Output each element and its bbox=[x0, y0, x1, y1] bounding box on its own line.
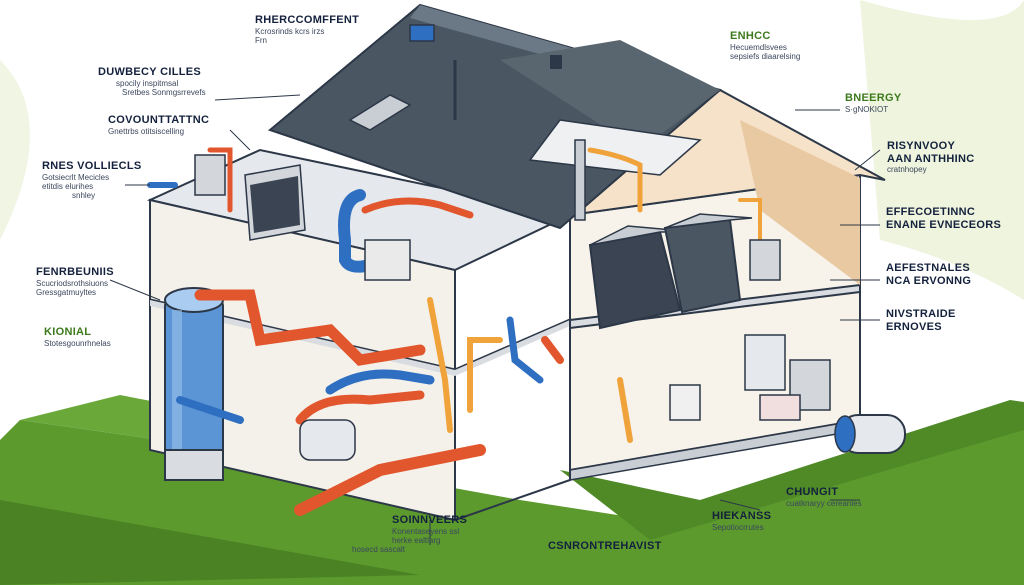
background-wash bbox=[860, 0, 1024, 300]
thermostat-controller bbox=[194, 154, 226, 196]
air-handler bbox=[364, 239, 411, 281]
label-title: FENRBEUNIIS bbox=[36, 266, 114, 278]
condenser-unit-2 bbox=[663, 213, 753, 314]
label-title: HIEKANSS bbox=[712, 510, 772, 522]
label-line: Sretbes Sonmgsrrevefs bbox=[122, 87, 206, 97]
label-subtitle: ENANE EVNECEORS bbox=[886, 218, 1002, 231]
label-line: Scucriodsrothsiuons bbox=[36, 278, 109, 288]
label-title: BNEERGY bbox=[845, 92, 902, 104]
label-line: Hecuemdlsvees bbox=[730, 42, 787, 52]
label-title: AEFESTNALES bbox=[886, 262, 970, 274]
label-subtitle: AAN ANTHHINC bbox=[887, 152, 975, 165]
furnace bbox=[299, 419, 356, 461]
upper-ac-unit bbox=[244, 164, 306, 241]
label-line: hosecd sascalt bbox=[352, 545, 405, 555]
label-right-5: NIVSTRAIDE ERNOVES bbox=[886, 308, 956, 333]
label-line: Gressgatmuyltes bbox=[36, 287, 97, 297]
label-bottom-right-2: CHUNGIT cuatknaryy cereanles bbox=[786, 486, 862, 508]
label-subtitle: ERNOVES bbox=[886, 320, 942, 333]
water-heater-tank bbox=[164, 287, 224, 481]
label-title: ENHCC bbox=[730, 30, 771, 42]
label-right-3: EFFECOETINNC ENANE EVNECEORS bbox=[886, 206, 1001, 231]
label-line: Gotsiecrlt Mecicles bbox=[42, 172, 110, 182]
label-line: S·gNOKIOT bbox=[845, 104, 889, 114]
label-line: etitdis elurihes bbox=[42, 181, 94, 191]
label-bottom-center: SOINNVEERS Konentaseyens ssl herke ealtl… bbox=[352, 514, 468, 554]
label-top-right: ENHCC Hecuemdlsvees sepsiefs diaarelsing bbox=[730, 30, 800, 61]
label-subtitle: NCA ERVONNG bbox=[886, 274, 972, 287]
label-title: EFFECOETINNC bbox=[886, 206, 976, 218]
label-top-left: DUWBECY CILLES spocily inspitmsal Sretbe… bbox=[98, 66, 206, 97]
label-right-2: RISYNVOOY AAN ANTHHINC cratnhopey bbox=[887, 140, 975, 174]
label-line: sepsiefs diaarelsing bbox=[730, 51, 801, 61]
label-title: SOINNVEERS bbox=[392, 514, 468, 526]
roof-vent bbox=[409, 24, 435, 42]
label-bottom-right-1: HIEKANSS Sepotiocrrutes bbox=[712, 510, 771, 532]
label-title: CHUNGIT bbox=[786, 486, 839, 498]
label-title: CSNRONTREHAVIST bbox=[548, 540, 662, 552]
skylight bbox=[348, 94, 412, 131]
label-line: Stotesgounrhnelas bbox=[44, 338, 111, 348]
label-upper-left: COVOUNTTATTNC Gnettrbs otitsiscelling bbox=[108, 114, 209, 136]
label-title: NIVSTRAIDE bbox=[886, 308, 956, 320]
label-lower-left: FENRBEUNIIS Scucriodsrothsiuons Gressgat… bbox=[36, 266, 114, 297]
label-line: Gnettrbs otitsiscelling bbox=[108, 126, 185, 136]
label-line: Sepotiocrrutes bbox=[712, 522, 764, 532]
label-line: spocily inspitmsal bbox=[116, 78, 179, 88]
label-line: Frn bbox=[255, 35, 267, 45]
pipe-network bbox=[147, 147, 762, 516]
label-right-4: AEFESTNALES NCA ERVONNG bbox=[886, 262, 971, 287]
label-mid-left: RNES VOLLIECLS Gotsiecrlt Mecicles etitd… bbox=[42, 160, 142, 200]
label-title: RHERCCOMFFENT bbox=[255, 14, 360, 26]
outdoor-storage-tank bbox=[834, 414, 906, 454]
label-line: Konentaseyens ssl bbox=[392, 526, 460, 536]
label-line: herke ealtlarg bbox=[392, 535, 441, 545]
label-top-center: RHERCCOMFFENT Kcrosrinds kcrs irzs Frn bbox=[255, 14, 359, 45]
label-title: COVOUNTTATTNC bbox=[108, 114, 210, 126]
label-bottom-mid: CSNRONTREHAVIST bbox=[548, 540, 662, 553]
label-title: RNES VOLLIECLS bbox=[42, 160, 142, 172]
label-line: Kcrosrinds kcrs irzs bbox=[255, 26, 325, 36]
label-line: snhley bbox=[72, 191, 96, 201]
label-line: cratnhopey bbox=[887, 165, 927, 175]
label-title: DUWBECY CILLES bbox=[98, 66, 202, 78]
label-title: RISYNVOOY bbox=[887, 140, 956, 152]
label-right-1: BNEERGY S·gNOKIOT bbox=[845, 92, 902, 114]
label-bottom-left: KIONIAL Stotesgounrhnelas bbox=[44, 326, 111, 348]
label-line: cuatknaryy cereanles bbox=[786, 498, 862, 508]
label-title: KIONIAL bbox=[44, 326, 92, 338]
leader-lines bbox=[109, 94, 881, 545]
